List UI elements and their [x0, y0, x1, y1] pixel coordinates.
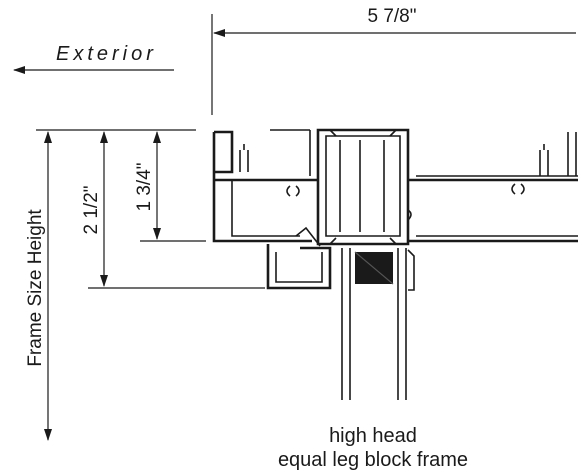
frame-left-outer	[212, 130, 312, 243]
height-dimensions: Frame Size Height 2 1/2" 1 3/4"	[25, 129, 265, 441]
frame-right-body	[408, 178, 578, 243]
frame-right-inner	[416, 175, 578, 237]
caption: high head equal leg block frame	[278, 425, 468, 471]
glass-panes	[341, 248, 407, 400]
frame-right-screw-boss	[511, 183, 525, 195]
dim-1-three-quarter-label: 1 3/4"	[134, 162, 155, 211]
dim-2-half-label: 2 1/2"	[81, 185, 102, 234]
exterior-indicator: Exterior	[13, 43, 174, 74]
width-dimension: 5 7/8"	[211, 6, 576, 115]
mullion-outer	[316, 128, 410, 246]
glass-stop-inner	[275, 252, 323, 283]
mullion-hook	[407, 209, 412, 221]
frame-left-top	[270, 129, 311, 176]
frame-left-screw-boss	[286, 185, 300, 197]
frame-size-height-label: Frame Size Height	[25, 209, 46, 367]
frame-profile	[212, 128, 578, 400]
mullion-corner-details	[329, 129, 397, 245]
mullion-inner	[325, 135, 401, 237]
width-dimension-label: 5 7/8"	[367, 6, 416, 27]
glazing-gasket-right	[407, 249, 415, 291]
glass-stop-clip	[295, 226, 321, 247]
exterior-label: Exterior	[56, 43, 157, 65]
glass-stop	[266, 244, 332, 290]
frame-left-leg	[239, 144, 249, 172]
setting-block-hatch	[354, 251, 394, 285]
caption-line-1: high head	[329, 425, 417, 447]
frame-left-inner	[231, 180, 300, 237]
caption-line-2: equal leg block frame	[278, 449, 468, 471]
mullion-webs	[339, 140, 385, 232]
frame-right-legs	[539, 132, 577, 176]
